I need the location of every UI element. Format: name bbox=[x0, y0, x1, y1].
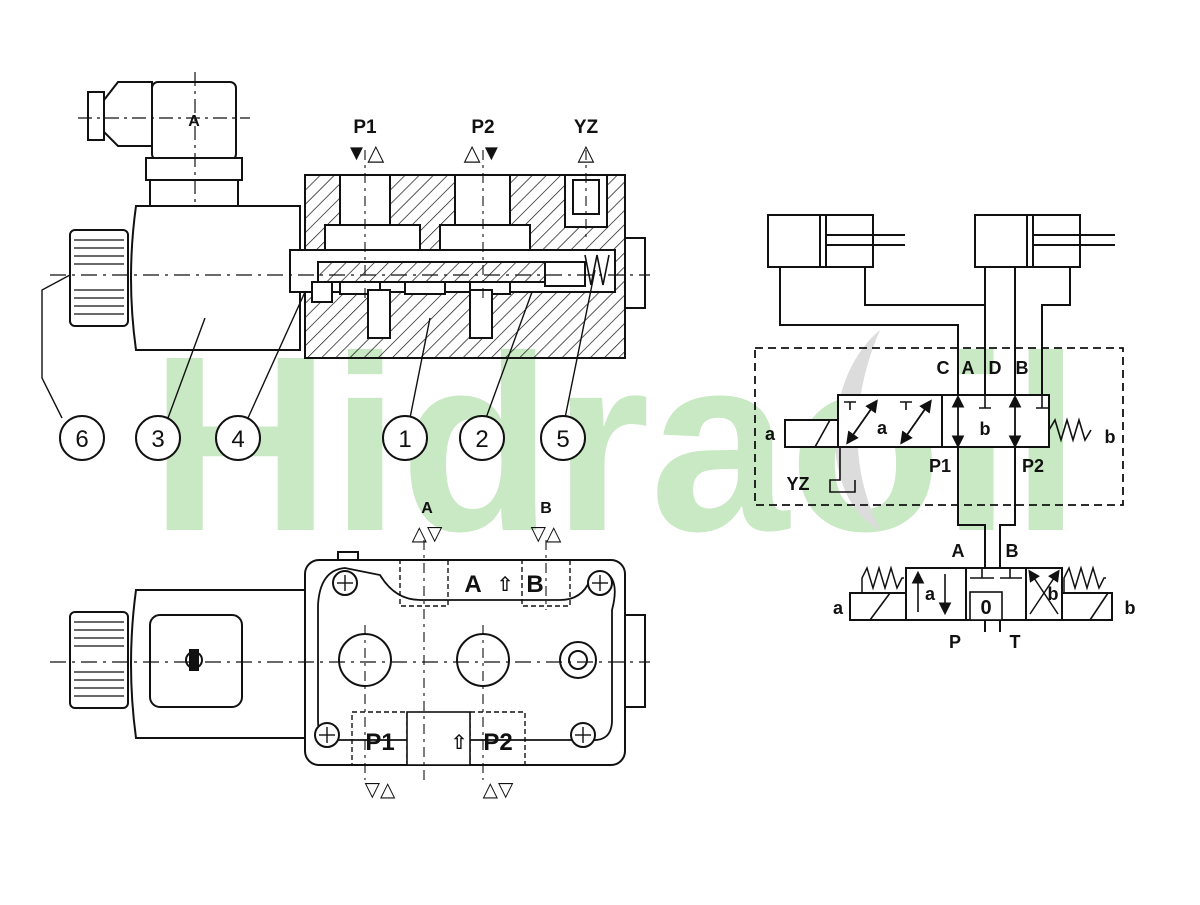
lower-box-b-label: b bbox=[1048, 584, 1059, 604]
callout-6 bbox=[59, 415, 105, 461]
connector-body bbox=[103, 81, 153, 147]
callout-3 bbox=[135, 415, 181, 461]
top-override-nut bbox=[69, 611, 129, 709]
callout-2 bbox=[459, 415, 505, 461]
plate-label-p1: P1 bbox=[365, 729, 394, 756]
callout-4 bbox=[215, 415, 261, 461]
upper-spring bbox=[1048, 417, 1092, 443]
top-port-p1-symbol: ▽△ bbox=[365, 779, 396, 801]
callout-label-1: 1 bbox=[398, 426, 411, 453]
lower-port-a: A bbox=[952, 541, 965, 561]
schematic-upper bbox=[754, 214, 1124, 585]
connector-base bbox=[145, 157, 243, 181]
upper-box-b-label: b bbox=[980, 419, 991, 439]
lower-coil-b-label: b bbox=[1125, 598, 1136, 618]
top-view bbox=[50, 540, 650, 780]
port-symbol-p1: ▼△ bbox=[346, 140, 385, 165]
connector-screw bbox=[87, 91, 105, 141]
upper-p1-label: P1 bbox=[929, 456, 951, 476]
top-end-cap bbox=[624, 614, 646, 708]
plate-arrow-ab: ⇧ bbox=[497, 574, 514, 596]
upper-solenoid bbox=[784, 419, 839, 448]
top-port-a-label: A bbox=[421, 500, 433, 517]
lower-box-a bbox=[905, 567, 967, 621]
section-view bbox=[41, 72, 650, 461]
schem-port-c: C bbox=[937, 358, 950, 378]
solenoid-tag: A bbox=[188, 113, 200, 130]
lower-port-t: T bbox=[1010, 632, 1021, 652]
schem-port-d: D bbox=[989, 358, 1002, 378]
callout-1 bbox=[382, 415, 428, 461]
upper-box-a-label: a bbox=[877, 418, 888, 438]
top-port-a-symbol: △▽ bbox=[412, 523, 443, 545]
callout-label-2: 2 bbox=[475, 426, 488, 453]
lower-box-a-label: a bbox=[925, 584, 936, 604]
manual-override-nut bbox=[69, 229, 129, 327]
plate-label-a: A bbox=[464, 571, 481, 598]
schem-port-a: A bbox=[962, 358, 975, 378]
callout-5 bbox=[540, 415, 586, 461]
top-port-b-label: B bbox=[540, 500, 552, 517]
port-label-p2: P2 bbox=[471, 117, 494, 138]
upper-p2-label: P2 bbox=[1022, 456, 1044, 476]
lower-coil-a-label: a bbox=[833, 598, 844, 618]
schematic-lower bbox=[849, 565, 1113, 632]
lower-port-p: P bbox=[949, 632, 961, 652]
spool bbox=[317, 261, 579, 283]
port-symbol-yz: △ bbox=[578, 140, 595, 165]
schem-port-b: B bbox=[1016, 358, 1029, 378]
callout-label-6: 6 bbox=[75, 426, 88, 453]
top-port-b-symbol: ▽△ bbox=[531, 523, 562, 545]
top-port-p2-symbol: △▽ bbox=[483, 779, 514, 801]
plate-label-p2: P2 bbox=[483, 729, 512, 756]
lower-port-b: B bbox=[1006, 541, 1019, 561]
callout-label-3: 3 bbox=[151, 426, 164, 453]
port-label-p1: P1 bbox=[353, 117, 377, 138]
plate-arrow-p: ⇧ bbox=[451, 732, 468, 754]
callout-label-5: 5 bbox=[556, 426, 569, 453]
upper-coil-a-label: a bbox=[765, 424, 776, 444]
end-cap bbox=[624, 237, 646, 309]
lower-solenoid-a bbox=[849, 592, 907, 621]
coil-body bbox=[130, 205, 301, 351]
upper-yz-label: YZ bbox=[786, 474, 809, 494]
upper-spring-b-label: b bbox=[1105, 427, 1116, 447]
port-symbol-p2: △▼ bbox=[464, 140, 503, 165]
callout-label-4: 4 bbox=[231, 426, 244, 453]
subplate-enclosure bbox=[754, 347, 1124, 506]
port-label-yz: YZ bbox=[574, 117, 599, 138]
lower-box-center-label: 0 bbox=[980, 597, 991, 619]
plate-label-b: B bbox=[526, 571, 543, 598]
lower-solenoid-b bbox=[1061, 592, 1113, 621]
